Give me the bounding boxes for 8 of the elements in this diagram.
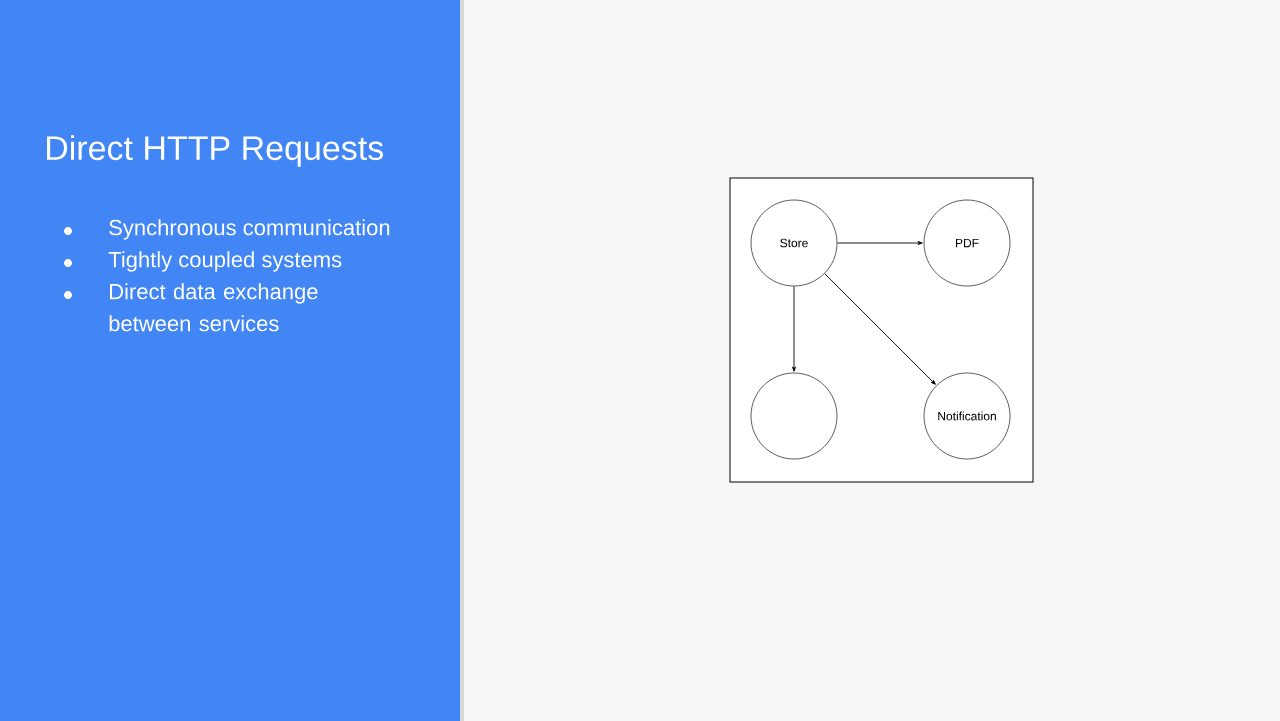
arrow bbox=[792, 285, 796, 372]
bullet-text: Synchronous communication bbox=[109, 219, 390, 240]
service-circle bbox=[750, 372, 838, 460]
bullet-text: Tightly coupled systems bbox=[108, 251, 342, 272]
bullet-text: Direct data exchange between services bbox=[109, 283, 318, 332]
slide-title: Direct HTTP Requests bbox=[47, 135, 383, 167]
arrow bbox=[824, 273, 936, 385]
arrow bbox=[836, 241, 923, 245]
